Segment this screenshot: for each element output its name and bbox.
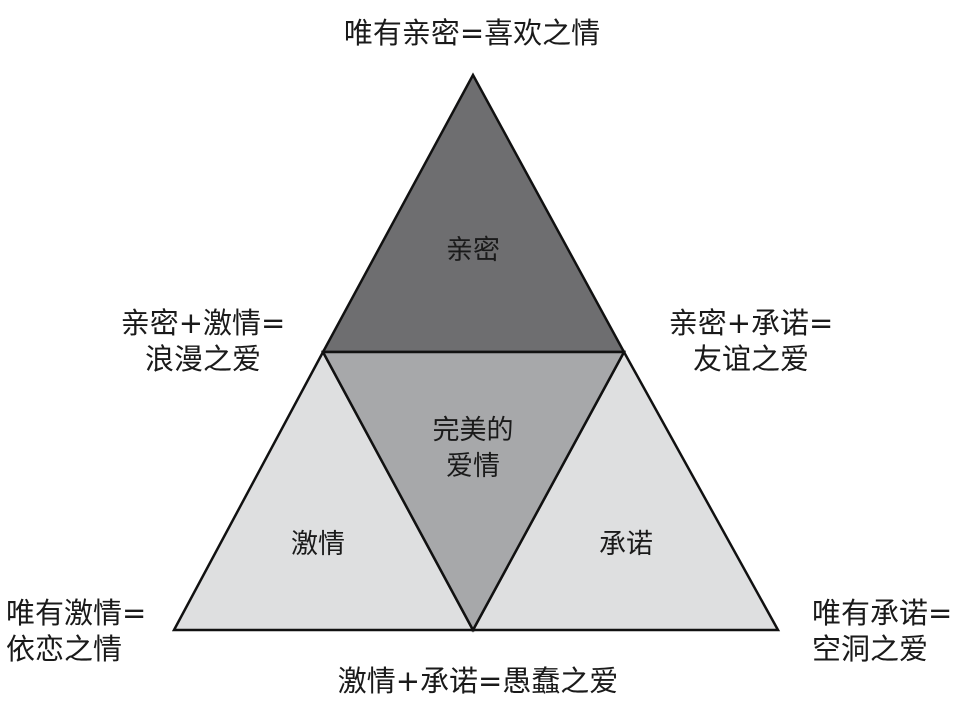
consummate-love-label: 完美的 爱情	[403, 413, 543, 485]
infatuation-label-line2: 依恋之情	[6, 632, 123, 666]
intimacy-label: 亲密	[446, 235, 500, 266]
empty-love-label-line1: 唯有承诺=	[812, 596, 953, 630]
consummate-love-label-line1: 完美的	[432, 415, 514, 446]
infatuation-label-line1: 唯有激情=	[6, 596, 147, 630]
intimacy-triangle	[320, 72, 627, 354]
companionate-love-label-line1: 亲密+承诺=	[668, 306, 834, 340]
fatuous-love-label: 激情+承诺=愚蠢之爱	[337, 664, 619, 698]
infatuation-label: 唯有激情= 依恋之情	[6, 595, 176, 667]
empty-love-label-line2: 空洞之爱	[812, 632, 929, 666]
romantic-love-label-line2: 浪漫之爱	[144, 342, 261, 376]
commitment-label: 承诺	[599, 529, 653, 560]
romantic-love-label-line1: 亲密+激情=	[120, 306, 286, 340]
consummate-love-label-line2: 爱情	[446, 451, 500, 482]
liking-label: 唯有亲密=喜欢之情	[343, 16, 601, 50]
romantic-love-label: 亲密+激情= 浪漫之爱	[108, 305, 298, 377]
companionate-love-label-line2: 友谊之爱	[692, 342, 809, 376]
empty-love-label: 唯有承诺= 空洞之爱	[812, 595, 970, 667]
companionate-love-label: 亲密+承诺= 友谊之爱	[656, 305, 846, 377]
passion-label: 激情	[291, 529, 345, 560]
consummate-love-triangle	[320, 350, 627, 633]
